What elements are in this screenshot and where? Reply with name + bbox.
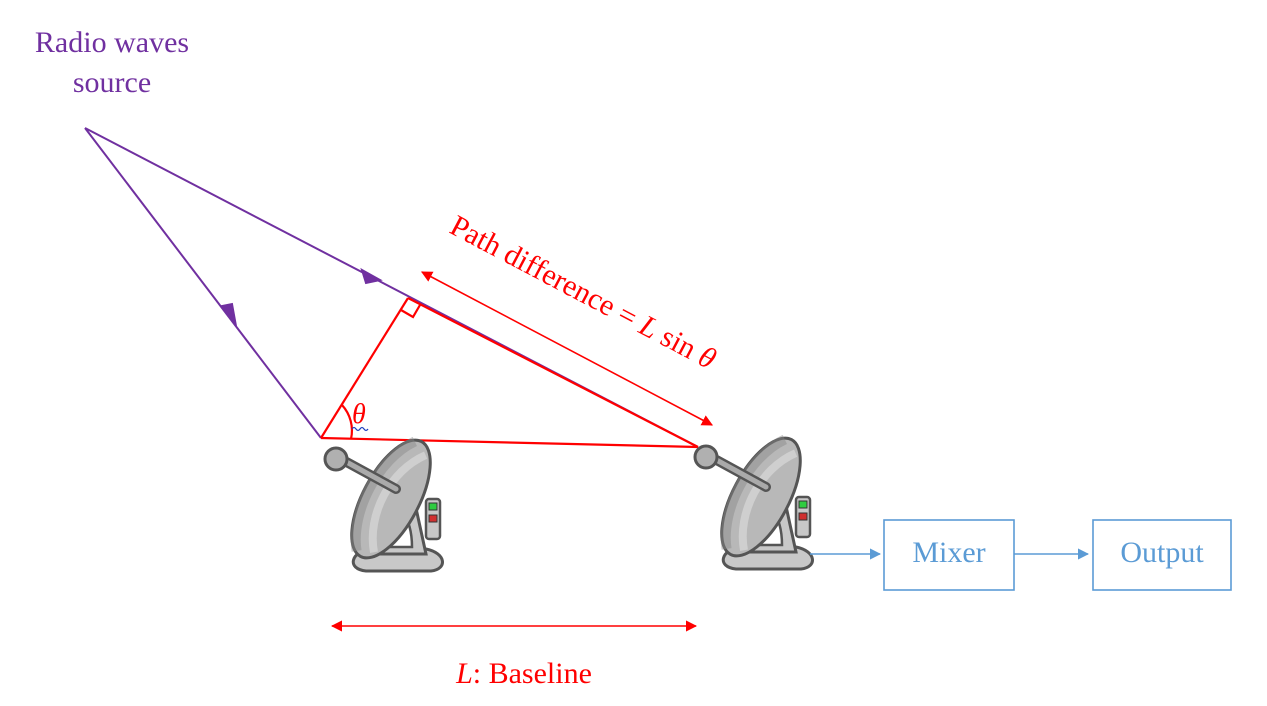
source-label-line1: Radio waves	[35, 26, 189, 59]
right-angle-mark	[400, 304, 421, 319]
wave-ray-left	[84, 127, 322, 439]
spellcheck-squiggle	[351, 426, 369, 432]
angle-theta-symbol: θ	[352, 399, 366, 430]
baseline-L: L	[455, 657, 473, 690]
angle-arc	[341, 404, 354, 440]
source-label-line2: source	[73, 66, 151, 99]
wave-arrowhead-left	[220, 302, 237, 327]
perpendicular-line	[320, 297, 409, 439]
baseline-segment	[320, 436, 699, 449]
baseline-text: : Baseline	[473, 657, 592, 690]
mixer-box	[883, 519, 1015, 591]
path-difference-label: Path difference = L sin θ	[445, 209, 722, 376]
radio-dish-left	[325, 428, 446, 571]
mixer-label: Mixer	[912, 536, 985, 569]
radio-dish-right	[695, 426, 816, 569]
baseline-label: L: Baseline	[455, 657, 592, 690]
output-box	[1092, 519, 1232, 591]
output-label: Output	[1120, 536, 1204, 569]
path-difference-text: Path difference =	[445, 209, 649, 338]
path-difference-arrow	[421, 271, 713, 426]
wave-arrowhead-right	[360, 267, 383, 285]
